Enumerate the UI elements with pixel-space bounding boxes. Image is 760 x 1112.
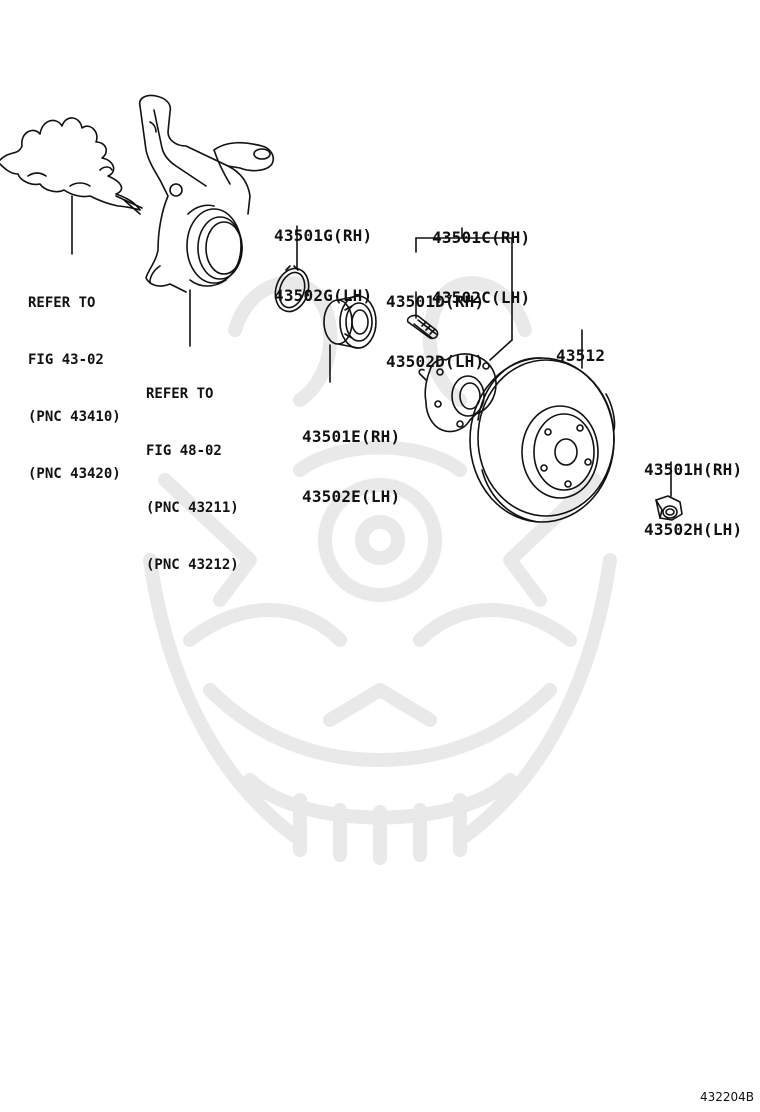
- reference-fig48: REFER TO FIG 48-02 (PNC 43211) (PNC 4321…: [146, 347, 239, 594]
- part-number-lh: 43502E(LH): [302, 487, 401, 506]
- ref-line: REFER TO: [28, 295, 96, 311]
- hub-bolt: [406, 314, 439, 340]
- hub-flange: [418, 353, 497, 433]
- part-number: 43512: [556, 346, 606, 365]
- ref-line: FIG 43-02: [28, 352, 104, 368]
- hub-nut: [655, 495, 683, 521]
- ref-line: (PNC 43410): [28, 409, 121, 425]
- part-number-lh: 43502D(LH): [386, 352, 485, 371]
- callout-rotor: 43512: [556, 306, 605, 386]
- hub-bearing: [323, 295, 377, 349]
- part-number-rh: 43501H(RH): [644, 460, 743, 479]
- ref-line: (PNC 43212): [146, 557, 239, 573]
- part-number-rh: 43501E(RH): [302, 427, 401, 446]
- leader-hub-assy: [415, 227, 513, 361]
- part-number-rh: 43501G(RH): [274, 226, 373, 245]
- callout-nut: 43501H(RH) 43502H(LH): [644, 420, 742, 560]
- part-number-rh: 43501D(RH): [386, 292, 485, 311]
- ref-line: REFER TO: [146, 386, 214, 402]
- reference-cloud-shape: [0, 117, 141, 211]
- figure-code: 432204B: [699, 1090, 754, 1104]
- ref-line: FIG 48-02: [146, 443, 222, 459]
- ref-line: (PNC 43420): [28, 466, 121, 482]
- callout-snap-ring: 43501G(RH) 43502G(LH): [274, 186, 372, 326]
- callout-hub-bolt: 43501D(RH) 43502D(LH): [386, 252, 484, 392]
- brake-rotor: [469, 357, 616, 523]
- part-number-rh: 43501C(RH): [432, 228, 531, 247]
- part-number-lh: 43502G(LH): [274, 286, 373, 305]
- snap-ring: [274, 265, 310, 313]
- callout-bearing: 43501E(RH) 43502E(LH): [302, 387, 400, 527]
- callout-hub-assy: 43501C(RH) 43502C(LH): [432, 188, 530, 328]
- ref-line: (PNC 43211): [146, 500, 239, 516]
- part-number-lh: 43502C(LH): [432, 288, 531, 307]
- steering-knuckle: [138, 94, 275, 293]
- part-number-lh: 43502H(LH): [644, 520, 743, 539]
- reference-fig43: REFER TO FIG 43-02 (PNC 43410) (PNC 4342…: [28, 256, 121, 503]
